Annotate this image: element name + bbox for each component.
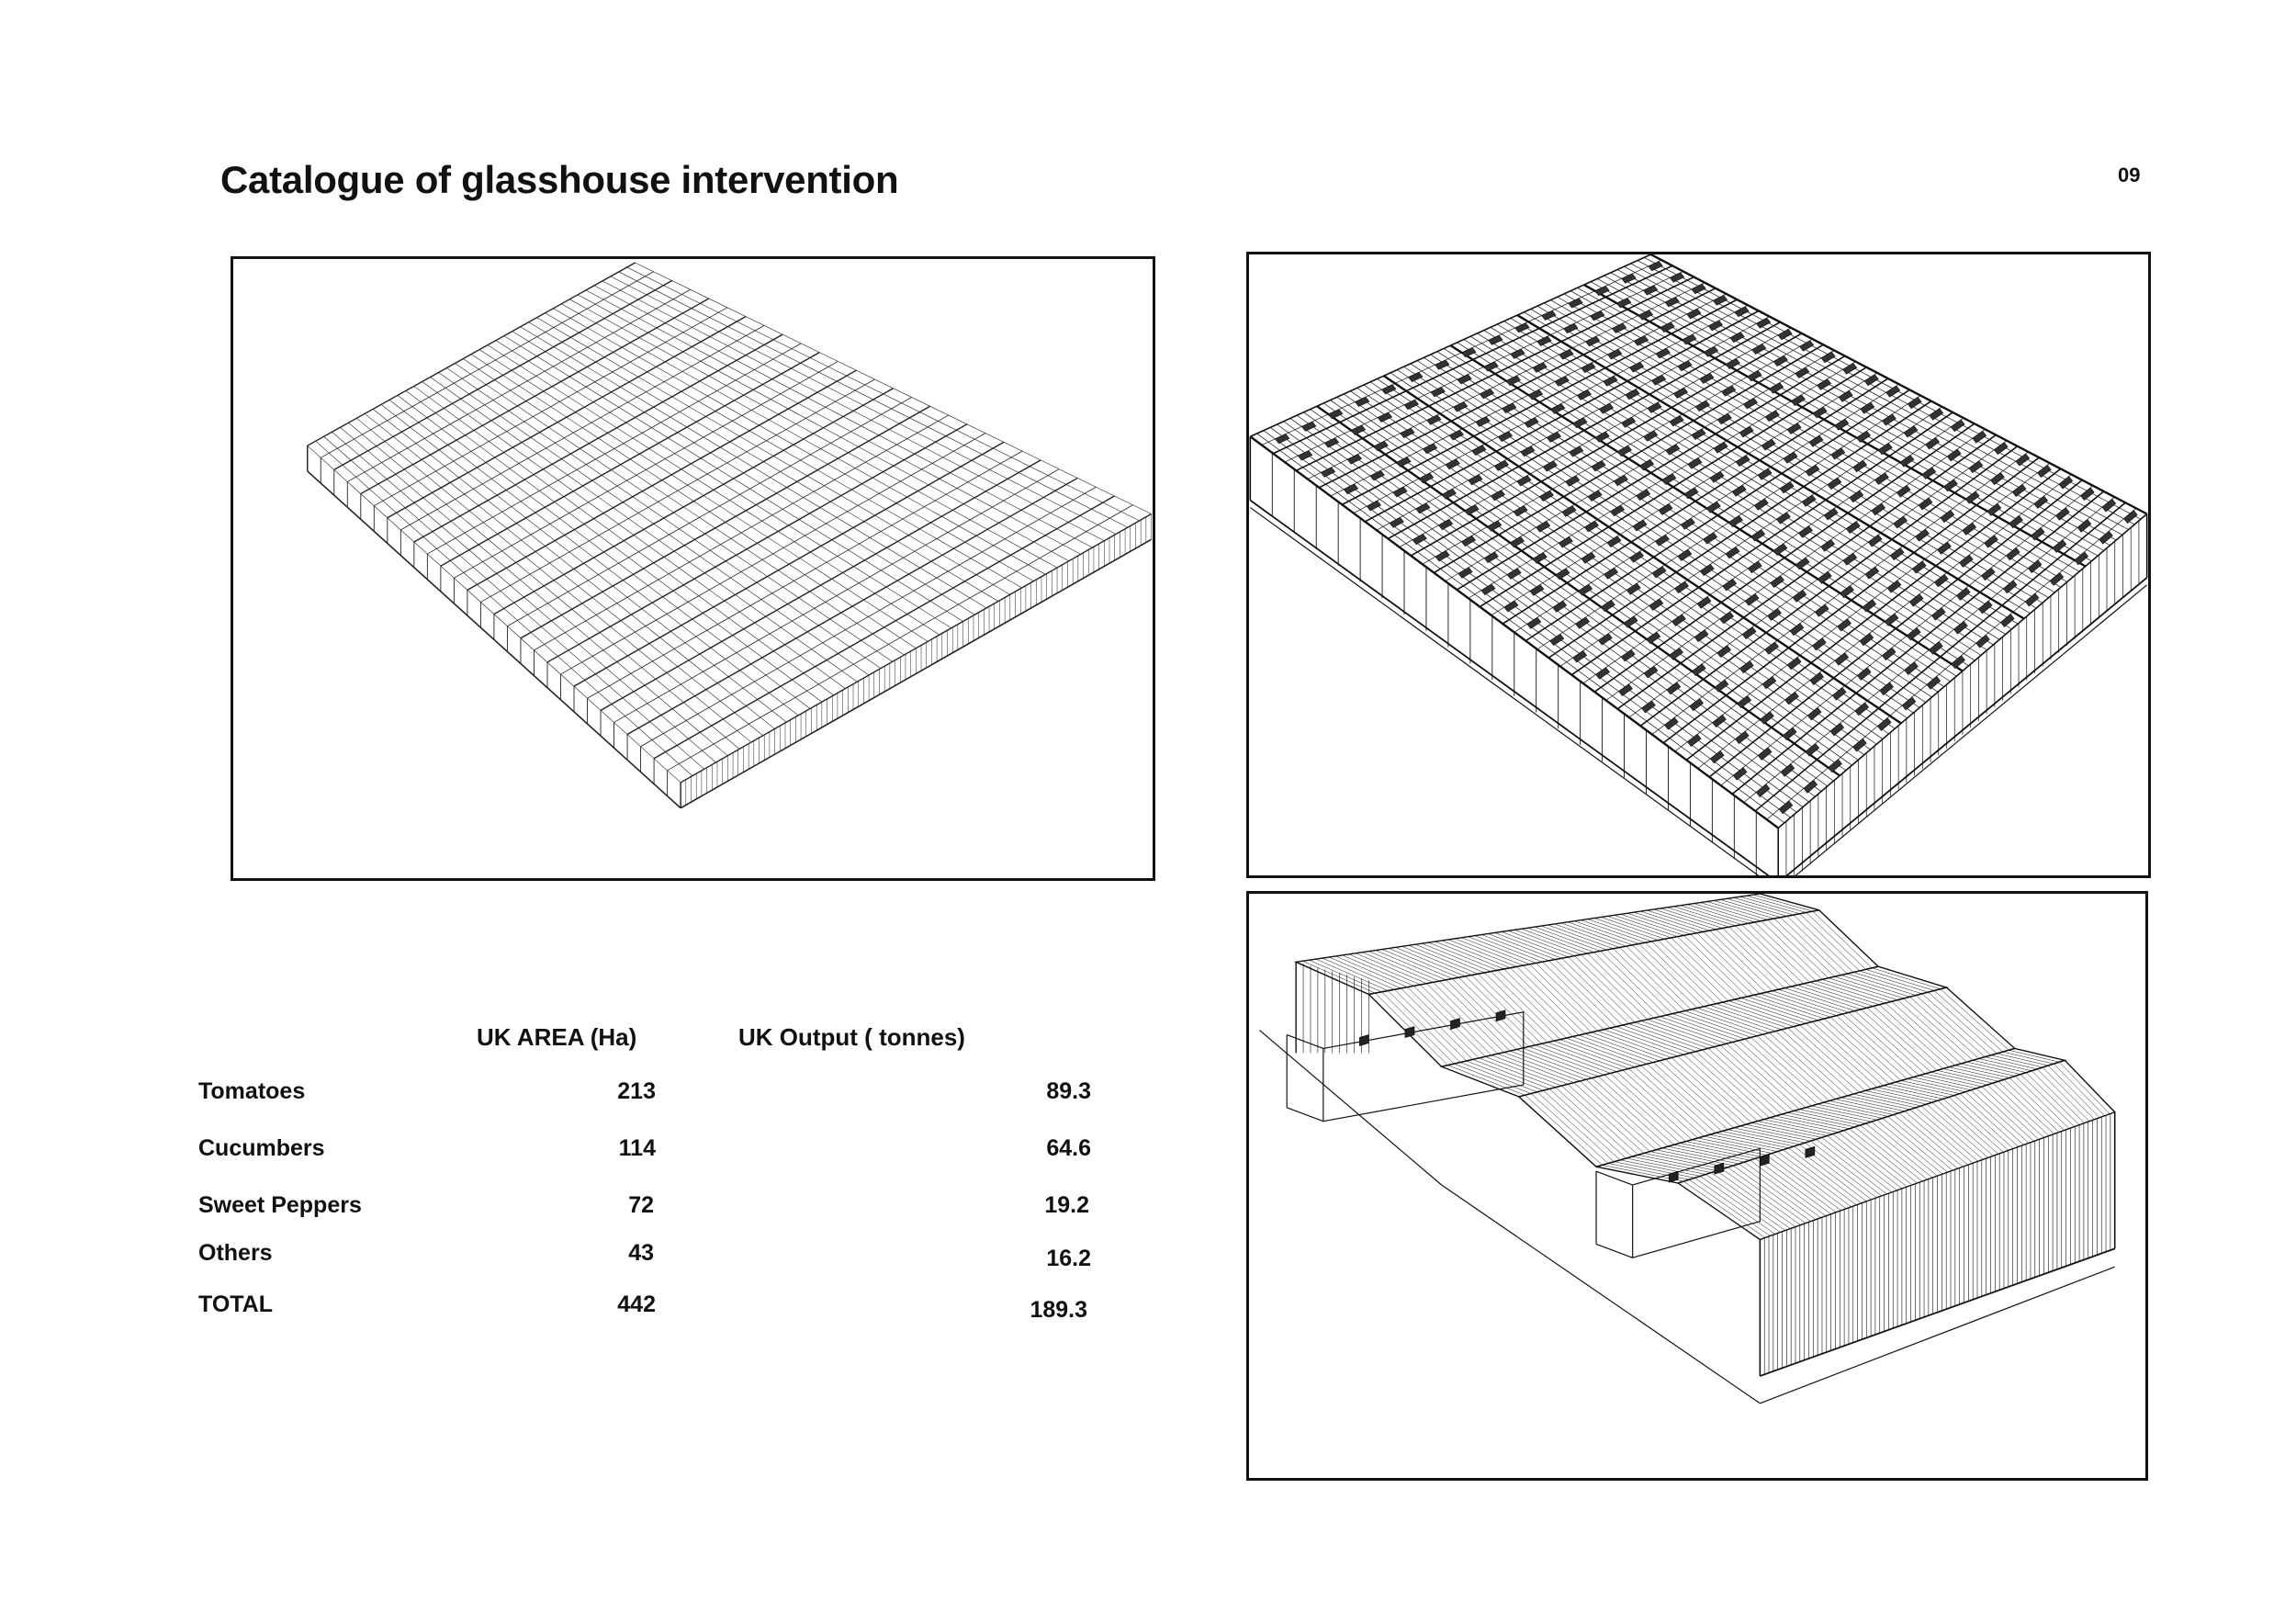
header-uk-area: UK AREA (Ha) [477,1023,637,1051]
row-label: Tomatoes [198,1078,306,1104]
gabled-glasshouse-drawing [1259,894,2116,1404]
row-area: 213 [617,1078,656,1104]
row-area: 43 [628,1240,654,1266]
row-output: 16.2 [1046,1246,1091,1271]
row-label: Others [198,1240,273,1266]
venlo-glasshouse-drawing [1249,254,2148,875]
row-output: 89.3 [1046,1078,1091,1104]
row-area: 442 [617,1291,656,1317]
drawing-gabled-glasshouse [1246,891,2148,1481]
header-uk-output: UK Output ( tonnes) [738,1023,965,1051]
drawing-venlo-glasshouse [1246,252,2151,878]
row-output: 64.6 [1046,1135,1091,1161]
page-title: Catalogue of glasshouse intervention [220,158,899,201]
row-label: Cucumbers [198,1135,325,1161]
drawing-glasshouse-field [231,256,1155,881]
row-area: 114 [618,1135,656,1161]
glasshouse-field-drawing [307,262,1152,809]
row-label: TOTAL [198,1291,274,1317]
row-output: 19.2 [1044,1192,1089,1218]
row-area: 72 [628,1192,654,1218]
row-label: Sweet Peppers [198,1192,362,1218]
row-output: 189.3 [1030,1297,1087,1323]
page-number: 09 [2118,164,2141,186]
